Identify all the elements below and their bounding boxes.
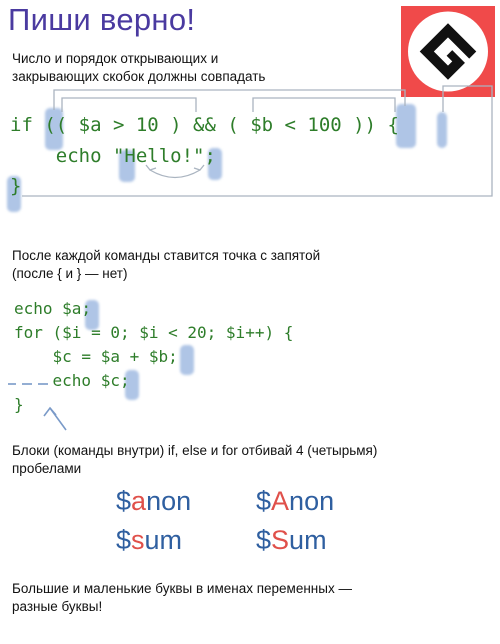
brackets-note-line1: Число и порядок открывающих и [12, 51, 219, 66]
bracket-highlight [396, 104, 416, 148]
var-letter: A [271, 486, 290, 516]
var-prefix: $ [116, 525, 132, 555]
quote-highlight [208, 148, 222, 180]
quote-highlight [119, 150, 135, 182]
semicolon-note-line1: После каждой команды ставится точка с за… [12, 248, 321, 263]
var-rest: non [146, 486, 192, 516]
brackets-note-line2: закрывающих скобок должны совпадать [12, 69, 266, 84]
bracket-highlight [45, 108, 63, 150]
code-line-if: if (( $a > 10 ) && ( $b < 100 )) { [10, 114, 399, 136]
var-letter: S [271, 525, 290, 555]
var-prefix: $ [116, 486, 132, 516]
indent-note-line2: пробелами [12, 461, 82, 476]
logo [401, 6, 495, 97]
case-note-line2: разные буквы! [12, 599, 103, 614]
var-letter: a [131, 486, 147, 516]
semicolon-note-line2: (после { и } — нет) [12, 266, 128, 281]
code-line-echo: echo "Hello!"; [10, 145, 216, 167]
var-prefix: $ [256, 486, 272, 516]
var-example-Anon: $Anon [256, 486, 334, 517]
var-letter: s [131, 525, 145, 555]
var-rest: non [289, 486, 335, 516]
code2-line-5: } [14, 395, 24, 414]
brace-highlight [437, 112, 447, 148]
page-title: Пиши верно! [8, 2, 196, 37]
var-example-Sum: $Sum [256, 525, 327, 556]
var-rest: um [144, 525, 183, 555]
code2-line-1: echo $a; [14, 299, 92, 318]
var-prefix: $ [256, 525, 272, 555]
var-rest: um [289, 525, 327, 555]
code2-line-2: for ($i = 0; $i < 20; $i++) { [14, 323, 294, 342]
var-example-sum: $sum [116, 525, 182, 556]
code-line-close: } [10, 175, 22, 197]
semicolon-highlight [180, 345, 194, 375]
code2-line-3: $c = $a + $b; [14, 347, 178, 366]
gamepad-g-logo-icon [408, 11, 488, 92]
semicolon-highlight [125, 370, 139, 400]
code2-line-4: echo $c; [14, 371, 130, 390]
var-example-anon: $anon [116, 486, 191, 517]
semicolon-highlight [85, 300, 99, 330]
brace-highlight [7, 176, 21, 212]
indent-note-line1: Блоки (команды внутри) if, else и for от… [12, 443, 378, 458]
case-note-line1: Большие и маленькие буквы в именах перем… [12, 581, 352, 596]
